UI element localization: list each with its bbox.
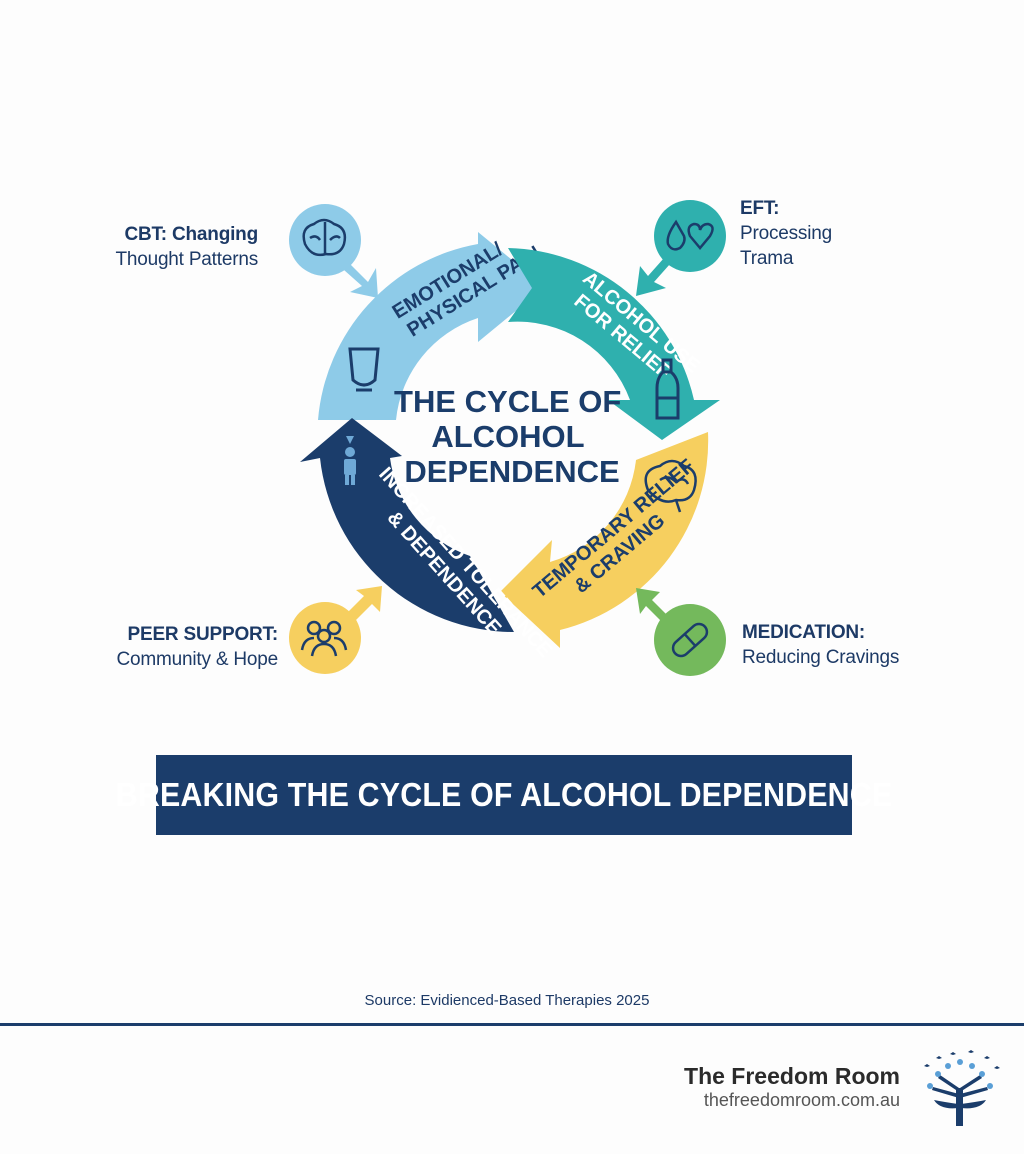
therapy-label-medication: MEDICATION: Reducing Cravings [742,620,899,670]
therapy-desc: Community & Hope [116,649,278,670]
therapy-bubble-peer [289,586,382,674]
center-title-line: ALCOHOL [431,419,584,454]
therapy-bubble-eft [636,200,726,296]
center-title-line: THE CYCLE OF [394,384,621,419]
drop-heart-icon [666,219,714,251]
therapy-name: EFT: [740,198,780,219]
therapy-name: MEDICATION: [742,622,866,643]
brand-url: thefreedomroom.com.au [703,1090,900,1110]
brand-name: The Freedom Room [684,1063,900,1089]
therapy-label-cbt: CBT: Changing Thought Patterns [115,222,258,272]
person-icon [344,436,356,485]
glass-icon [348,347,380,392]
therapy-label-peer: PEER SUPPORT: Community & Hope [116,622,278,672]
therapy-bubble-cbt [289,204,378,298]
therapy-bubble-medication [636,588,726,676]
therapy-name: PEER SUPPORT: [127,624,279,645]
center-title: THE CYCLE OF ALCOHOL DEPENDENCE [394,384,630,489]
therapy-desc: Processing [740,223,832,244]
footer-divider [0,1023,1024,1026]
therapy-label-eft: EFT: Processing Trama [740,196,832,271]
center-title-line: DEPENDENCE [404,454,619,489]
bottle-icon [655,358,680,420]
therapy-desc: Reducing Cravings [742,647,900,668]
banner-title: BREAKING THE CYCLE OF ALCOHOL DEPENDENCE [115,776,893,813]
svg-text:THE CYCLE OF ALCOHOL: THE CYCLE OF ALCOHOL DEPENDENCE [394,384,630,489]
source-caption: Source: Evidienced-Based Therapies 2025 [364,992,650,1009]
therapy-desc: Trama [740,248,794,269]
brain-icon [644,459,697,513]
people-icon [300,620,348,657]
therapy-name: CBT: Changing [124,224,258,245]
brain-icon [302,218,347,257]
therapy-desc: Thought Patterns [115,249,258,270]
tree-hands-logo-icon [924,1050,1000,1126]
pill-icon [671,622,709,658]
title-banner: BREAKING THE CYCLE OF ALCOHOL DEPENDENCE [116,755,892,835]
cycle-diagram: EMOTIONAL/ PHYSICAL PAIN ALCOHOL USE FOR… [289,200,726,676]
